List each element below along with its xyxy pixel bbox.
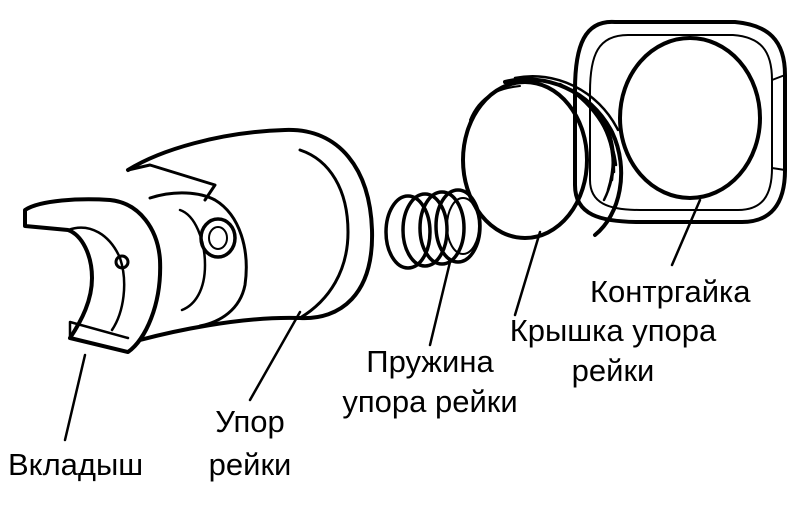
label-cap-line2: рейки — [571, 353, 655, 388]
label-cap-line1: Крышка упора — [509, 313, 717, 348]
insert-part — [23, 197, 163, 354]
rack-stop-part — [126, 127, 375, 342]
cap-part — [461, 75, 624, 240]
label-locknut: Контргайка — [590, 274, 751, 309]
label-insert: Вкладыш — [8, 447, 144, 482]
label-spring-line1: Пружина — [366, 344, 494, 379]
label-rack-stop-line1: Упор — [215, 404, 285, 439]
label-spring-line2: упора рейки — [342, 384, 518, 419]
spring-part — [384, 188, 482, 270]
label-rack-stop-line2: рейки — [208, 447, 292, 482]
leader-lines — [63, 198, 702, 442]
